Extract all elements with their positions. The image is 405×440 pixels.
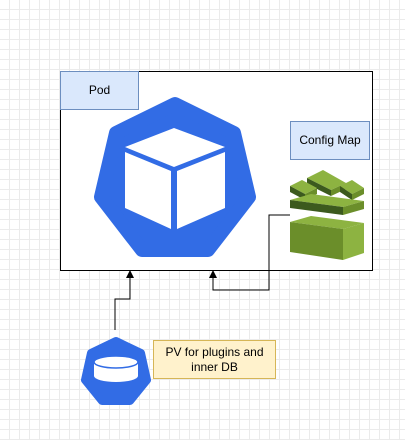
pv-label[interactable]: PV for plugins and inner DB — [153, 340, 276, 379]
pod-label-text: Pod — [88, 83, 111, 97]
config-map-label[interactable]: Config Map — [290, 121, 370, 160]
config-map-label-text: Config Map — [299, 133, 361, 147]
pv-to-pod-connector[interactable] — [114, 270, 134, 330]
kubernetes-volume-icon[interactable] — [81, 337, 151, 405]
aws-stacked-config-layers-icon[interactable] — [290, 170, 364, 260]
kubernetes-pod-cube-icon[interactable] — [94, 97, 256, 257]
configmap-to-pod-connector[interactable] — [209, 214, 290, 291]
pv-label-text: PV for plugins and inner DB — [165, 344, 264, 374]
pod-label[interactable]: Pod — [60, 71, 139, 110]
